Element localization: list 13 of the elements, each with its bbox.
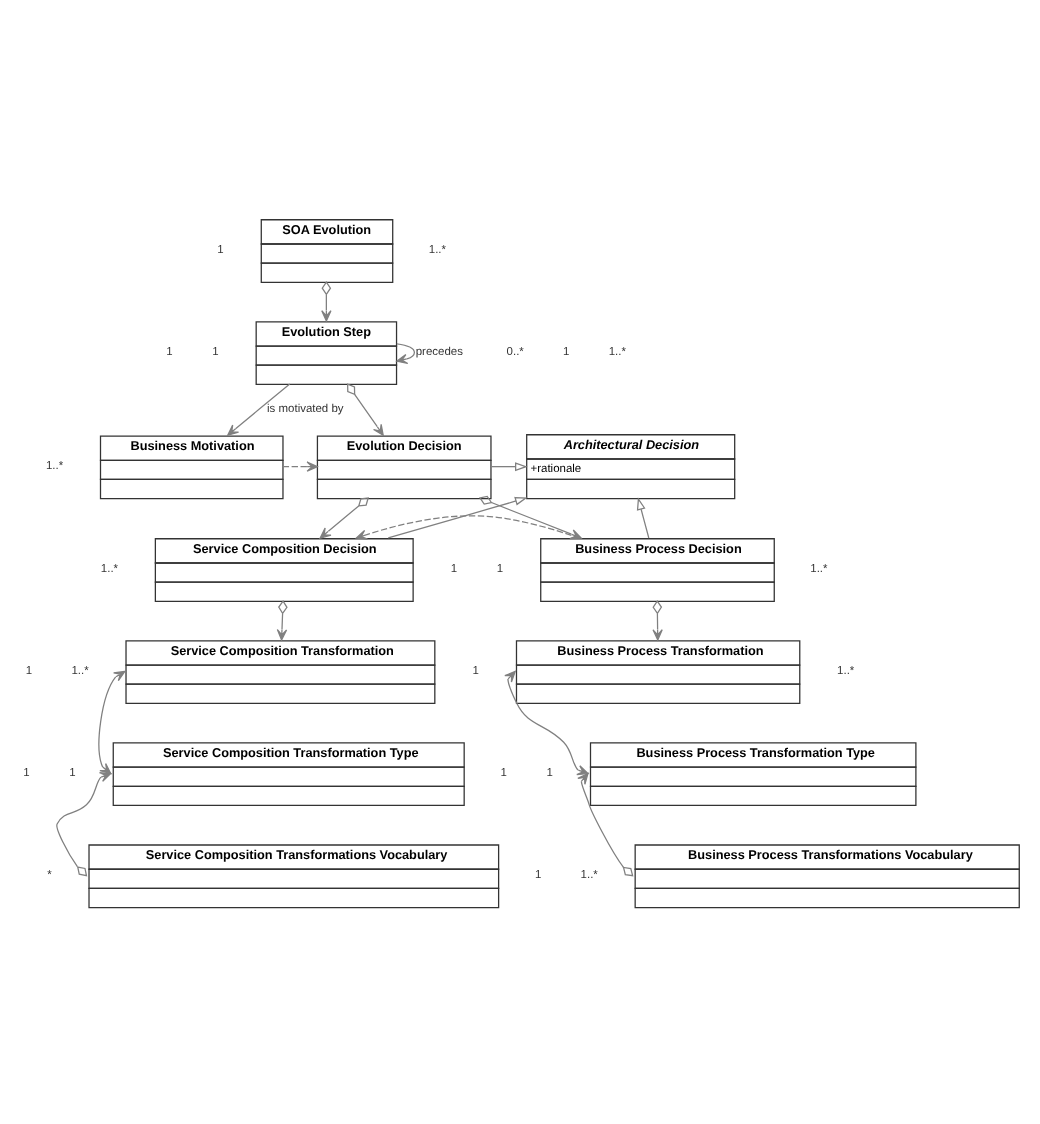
arrow: [504, 669, 589, 775]
arrow: [577, 771, 634, 876]
arrow: [227, 382, 291, 435]
arrow: [276, 598, 288, 640]
arrow: [490, 461, 528, 471]
arrow: [346, 382, 384, 435]
arrow: [282, 460, 318, 471]
arrow: [636, 496, 650, 538]
arrow: [387, 495, 528, 538]
arrow: [98, 669, 126, 774]
arrow: [56, 771, 112, 876]
arrow: [319, 496, 370, 538]
arrow: [396, 342, 416, 364]
